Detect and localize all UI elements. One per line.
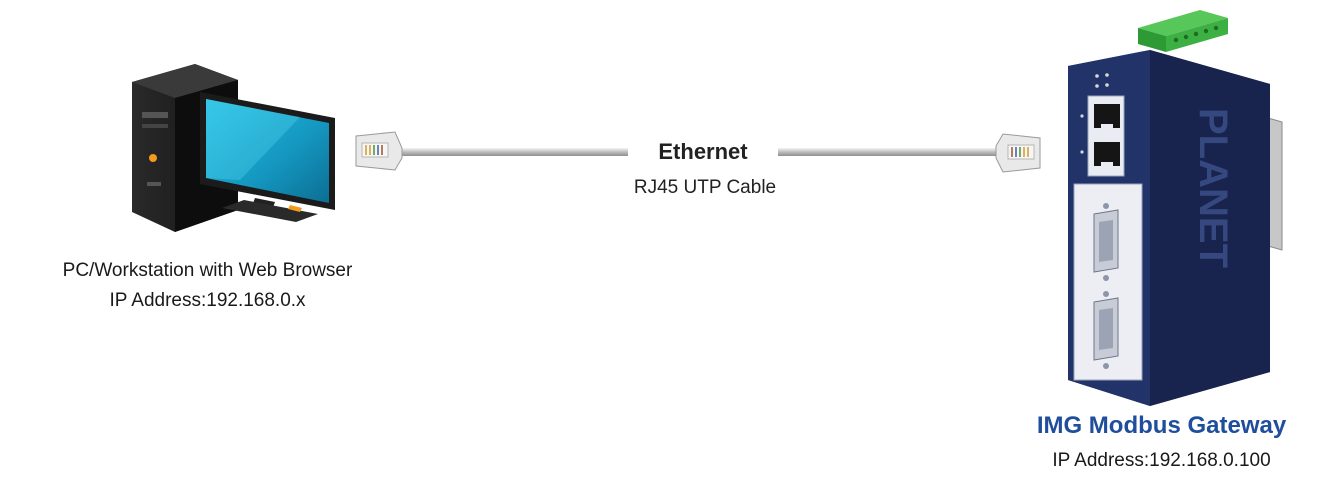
cable-subtitle: RJ45 UTP Cable [633,177,777,198]
rj45-plug-left-icon [355,131,403,171]
gateway-device-icon: PLANET [1068,10,1283,406]
pc-caption-line2: IP Address:192.168.0.x [109,290,306,311]
cable-title: Ethernet [628,137,778,167]
serial-port-1-icon [1093,203,1119,281]
gateway-ip: IP Address:192.168.0.100 [1052,450,1271,471]
serial-port-2-icon [1093,291,1119,369]
pc-caption-line1: PC/Workstation with Web Browser [62,260,353,281]
gateway-name: IMG Modbus Gateway [1036,412,1287,439]
rj45-plug-right-icon [995,133,1041,173]
planet-logo: PLANET [1191,108,1235,268]
terminal-block-icon [1138,10,1228,52]
pc-icon [132,64,335,232]
